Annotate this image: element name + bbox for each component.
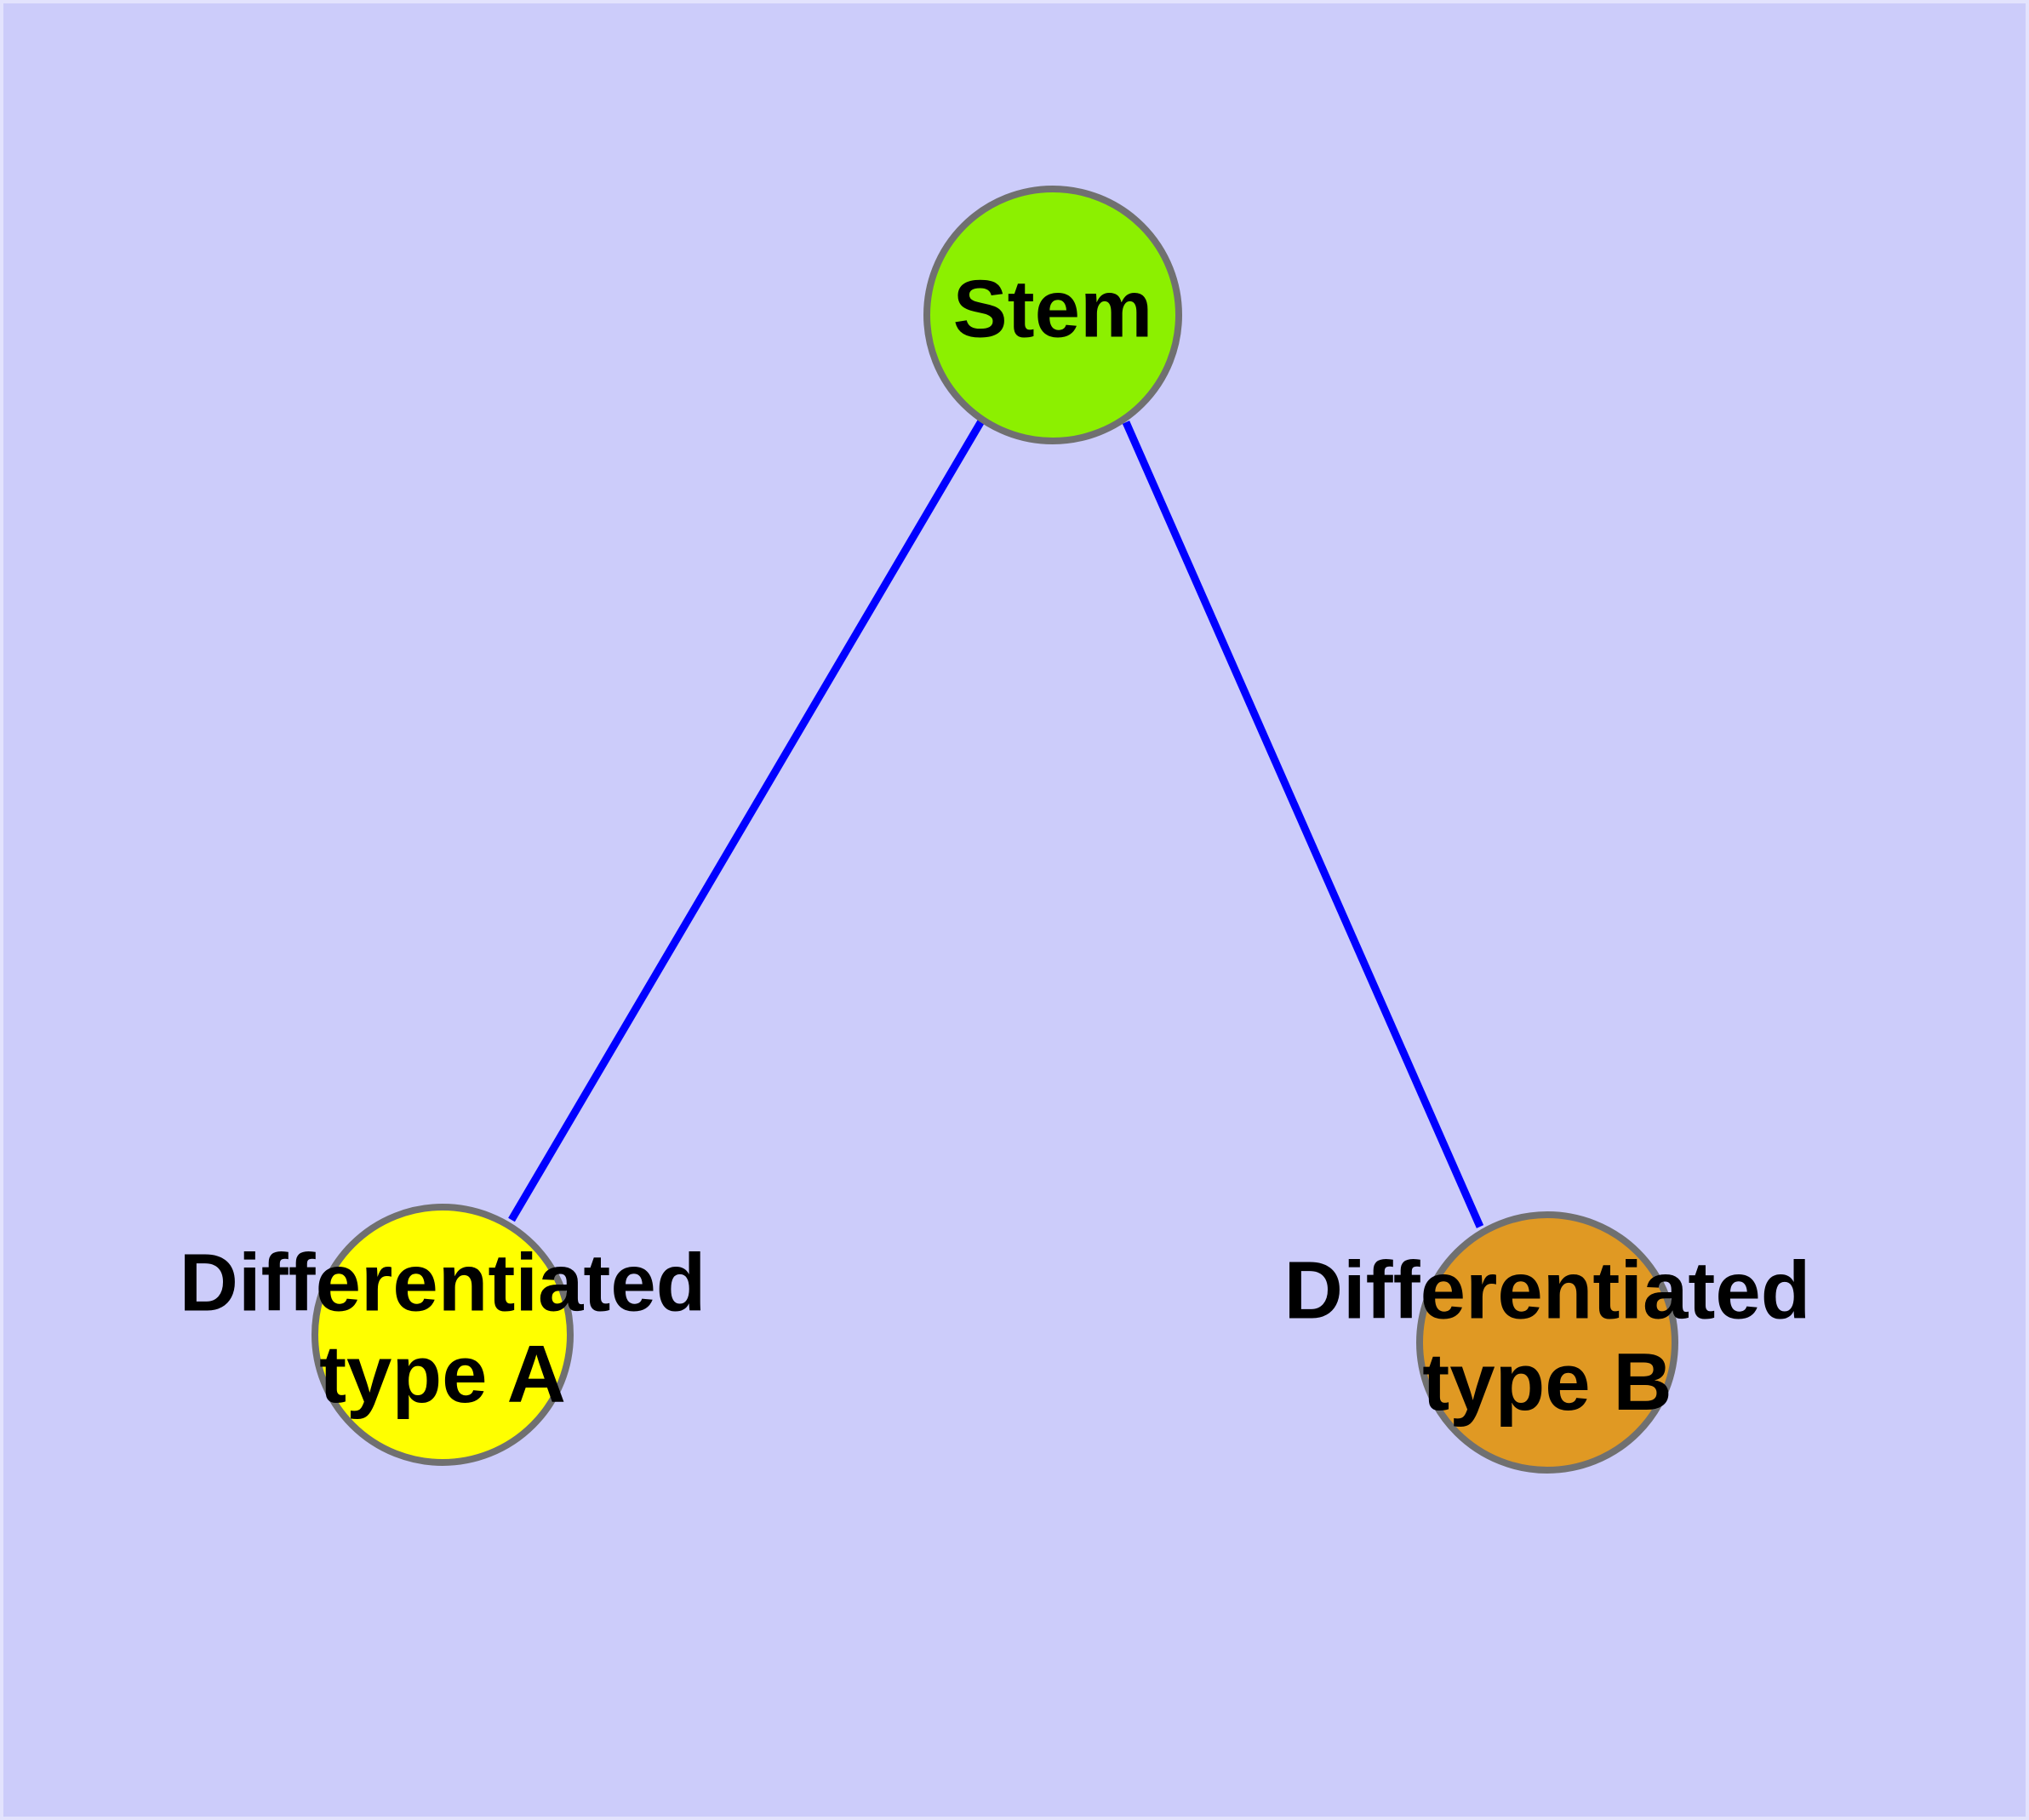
- edge-stem-to-a: [508, 417, 986, 1222]
- node-label-diff-type-b-line1: Differentiated: [1284, 1245, 1811, 1336]
- edges-group: [508, 417, 1484, 1228]
- node-label-stem-line1: Stem: [953, 263, 1153, 354]
- node-stem[interactable]: [923, 186, 1182, 444]
- node-label-diff-type-a-line1: Differentiated: [180, 1238, 706, 1329]
- node-label-diff-type-b-line2: type B: [1422, 1336, 1672, 1428]
- node-diff-type-a[interactable]: [311, 1204, 574, 1466]
- edge-stem-to-b: [1122, 421, 1484, 1228]
- node-diff-type-b[interactable]: [1416, 1211, 1678, 1474]
- node-label-diff-type-a-line2: type A: [319, 1329, 566, 1420]
